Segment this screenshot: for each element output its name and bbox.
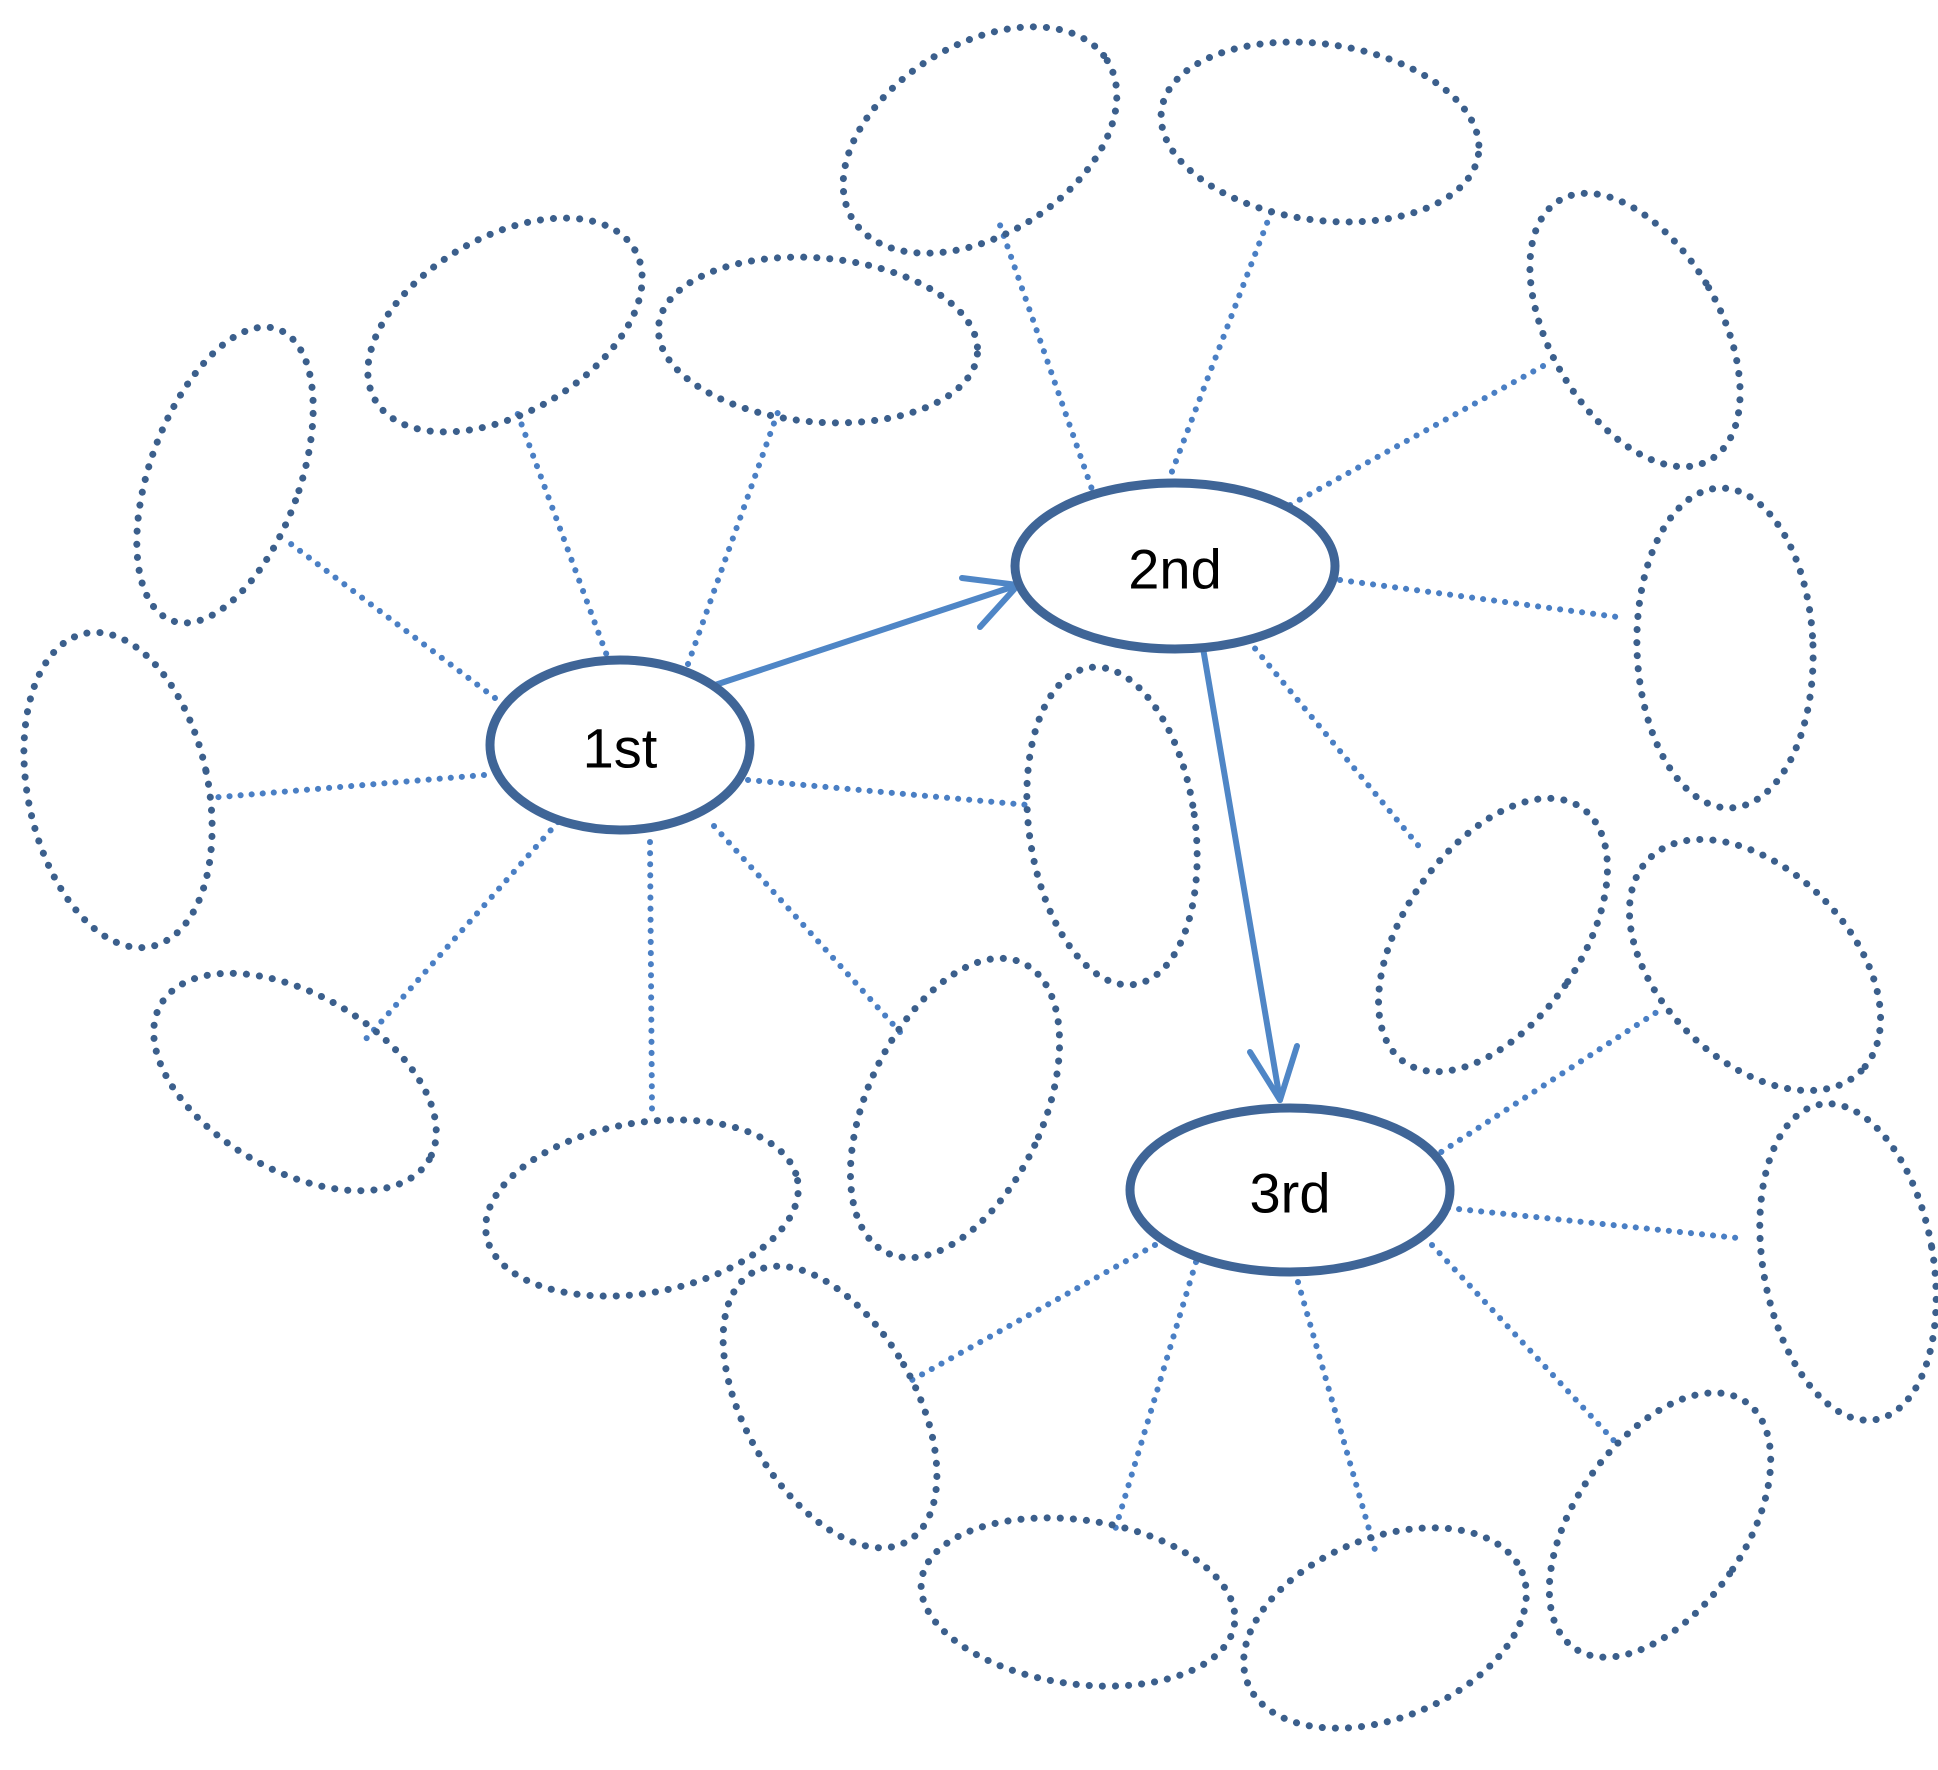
satellite-node	[1375, 794, 1611, 1076]
spoke-line	[1337, 577, 1628, 621]
spoke-line	[909, 1242, 1158, 1383]
hub-2nd: 2nd	[1010, 478, 1340, 654]
spoke-line	[514, 409, 613, 667]
satellite-node	[917, 1514, 1239, 1690]
spoke-line	[205, 772, 487, 801]
satellite-node	[846, 954, 1064, 1262]
satellite-node	[1023, 663, 1201, 989]
satellite-node	[839, 23, 1121, 257]
satellite-node	[654, 253, 982, 427]
satellite-node	[1633, 484, 1817, 812]
satellite-node	[1240, 1524, 1530, 1732]
spoke-line	[1287, 362, 1548, 508]
satellite-node	[133, 323, 317, 627]
spoke-line	[1112, 1259, 1199, 1533]
spoke-line	[1245, 637, 1425, 853]
spoke-line	[711, 823, 903, 1035]
arrow-head-2nd-to-3rd	[1247, 1043, 1300, 1103]
hub-node	[1125, 1103, 1455, 1277]
satellite-node	[1756, 1100, 1938, 1424]
satellite-node	[719, 1262, 941, 1552]
arrow-1st-to-2nd	[712, 582, 1021, 688]
hub-label: 1st	[583, 717, 658, 780]
satellite-node	[1545, 1389, 1775, 1661]
hub-3rd: 3rd	[1125, 1103, 1455, 1277]
satellite-node	[364, 214, 646, 436]
arrow-2nd-to-3rd	[1200, 645, 1283, 1103]
spoke-line	[1429, 1242, 1621, 1448]
hub-1st: 1st	[485, 655, 755, 835]
satellite-node	[20, 628, 216, 952]
hubs: 1st 2nd 3rd	[485, 478, 1455, 1277]
spoke-line	[745, 777, 1031, 808]
spoke-line	[1445, 1205, 1741, 1241]
spoke-line	[1295, 1279, 1378, 1553]
spoke-line	[280, 535, 498, 701]
spoke-line	[1429, 1007, 1663, 1161]
spoke-line	[647, 839, 655, 1113]
satellite-node	[1625, 835, 1885, 1095]
satellite-node	[1526, 189, 1744, 471]
spoke-line	[997, 222, 1098, 501]
hub-label: 3rd	[1250, 1162, 1331, 1225]
hub-arrows	[712, 575, 1300, 1103]
spokes	[205, 207, 1741, 1553]
spoke-line	[362, 819, 561, 1043]
spoke-line	[685, 409, 781, 667]
satellite-node	[1157, 38, 1483, 226]
hub-node	[1010, 478, 1340, 654]
spoke-line	[1165, 207, 1275, 485]
satellite-node	[150, 969, 440, 1195]
hub-node	[485, 655, 755, 835]
hub-label: 2nd	[1128, 538, 1221, 601]
satellite-node	[482, 1116, 802, 1300]
